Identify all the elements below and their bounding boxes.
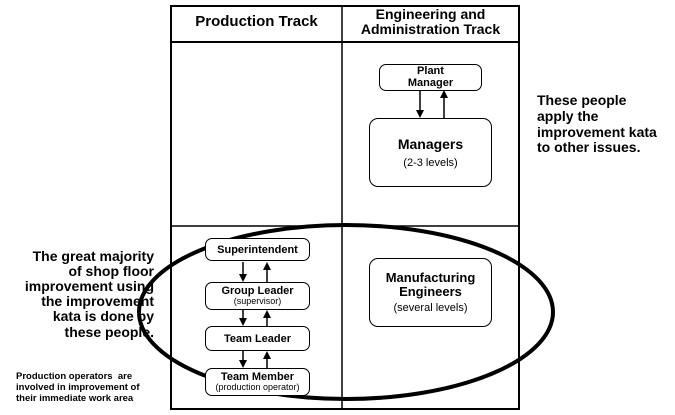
group-leader-box: Group Leader (supervisor) bbox=[205, 282, 310, 310]
plant-manager-box: Plant Manager bbox=[379, 64, 482, 91]
header-engineering-line2: Administration Track bbox=[360, 21, 501, 38]
header-engineering-track: Engineering and Administration Track bbox=[342, 6, 519, 38]
group-leader-sub: (supervisor) bbox=[233, 296, 282, 307]
manufacturing-engineers-sub: (several levels) bbox=[393, 302, 468, 315]
table-border bbox=[170, 5, 520, 410]
highlight-ellipse bbox=[137, 223, 555, 401]
note-left-line4: the improvement bbox=[41, 293, 154, 310]
team-member-title: Team Member bbox=[220, 370, 295, 383]
note-bottom-left-line2: involved in improvement of bbox=[16, 381, 140, 393]
team-leader-box: Team Leader bbox=[205, 326, 310, 351]
header-engineering-line1: Engineering and bbox=[375, 6, 486, 22]
header-production-track: Production Track bbox=[171, 13, 342, 31]
note-bottom-left-line1: Production operators are bbox=[16, 371, 133, 382]
plant-manager-line1: Plant bbox=[417, 64, 444, 77]
managers-title: Managers bbox=[397, 136, 464, 152]
team-member-sub: (production operator) bbox=[215, 382, 300, 393]
plant-manager-line2: Manager bbox=[407, 76, 454, 89]
note-right-line3: improvement kata bbox=[537, 123, 657, 140]
note-bottom-left: Production operators are involved in imp… bbox=[16, 371, 181, 405]
team-member-box: Team Member (production operator) bbox=[205, 368, 310, 396]
note-left-line6: these people. bbox=[64, 323, 154, 340]
managers-box: Managers (2-3 levels) bbox=[369, 118, 492, 187]
note-left-line2: of shop floor bbox=[68, 263, 154, 280]
header-production-label: Production Track bbox=[195, 13, 318, 30]
note-left: The great majority of shop floor improve… bbox=[2, 248, 154, 340]
note-right-line1: These people bbox=[537, 92, 627, 108]
superintendent-box: Superintendent bbox=[205, 238, 310, 261]
note-right: These people apply the improvement kata … bbox=[537, 92, 673, 156]
team-leader-title: Team Leader bbox=[223, 332, 292, 345]
superintendent-title: Superintendent bbox=[217, 243, 298, 256]
managers-sub: (2-3 levels) bbox=[403, 157, 458, 169]
note-left-line5: kata is done by bbox=[52, 308, 154, 325]
note-left-line3: improvement using bbox=[24, 278, 154, 295]
manufacturing-engineers-box: Manufacturing Engineers (several levels) bbox=[369, 258, 492, 327]
manufacturing-engineers-line2: Engineers bbox=[399, 283, 462, 299]
note-right-line2: apply the bbox=[537, 107, 599, 124]
note-bottom-left-line3: their immediate work area bbox=[16, 392, 134, 404]
note-left-line1: The great majority bbox=[32, 248, 154, 264]
group-leader-title: Group Leader bbox=[221, 284, 294, 297]
manufacturing-engineers-line1: Manufacturing bbox=[385, 269, 476, 285]
note-right-line4: to other issues. bbox=[537, 139, 641, 156]
